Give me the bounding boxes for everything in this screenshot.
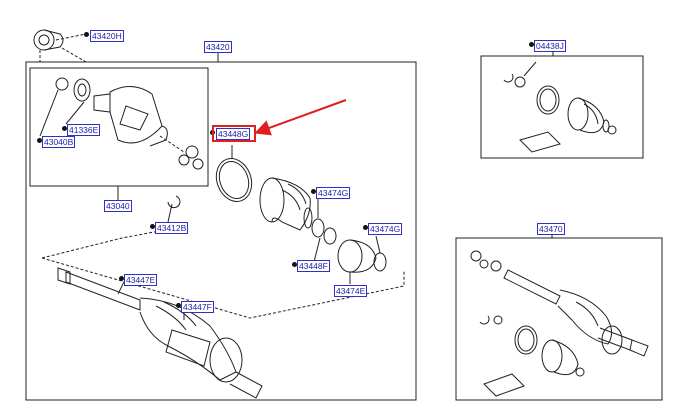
marker-dot-04438J	[529, 42, 534, 47]
part-label-43040[interactable]: 43040	[104, 200, 132, 212]
leader-43040B	[39, 89, 59, 137]
leader-43474G-b	[375, 235, 381, 254]
outer-joint-drawing	[337, 239, 387, 273]
marker-dot-43420H	[84, 32, 89, 37]
part-label-43412B[interactable]: 43412B	[155, 222, 189, 234]
main-assembly-frame	[25, 61, 417, 401]
leader-43448F	[313, 237, 321, 263]
leader-41336E	[65, 101, 85, 125]
leader-43447E	[117, 281, 125, 295]
marker-dot-43447E	[119, 276, 124, 281]
shaft-assembly-frame	[455, 237, 663, 401]
dashed-guide-joint	[159, 135, 185, 153]
marker-dot-43474G-b	[363, 225, 368, 230]
inner-joint-drawing	[55, 77, 204, 170]
boot-drawing	[259, 177, 313, 231]
snap-ring-43412B-drawing	[167, 195, 181, 209]
part-label-43420H[interactable]: 43420H	[90, 30, 124, 42]
marker-dot-43040B	[37, 138, 42, 143]
dashed-guide-top	[39, 47, 87, 63]
part-label-43448F[interactable]: 43448F	[297, 260, 330, 272]
marker-dot-43447F	[176, 303, 181, 308]
leader-04438J-inner	[523, 61, 537, 77]
small-clamp-drawing	[311, 218, 337, 245]
part-label-04438J[interactable]: 04438J	[534, 40, 566, 52]
marker-dot-43448F	[292, 262, 297, 267]
joint-sub-assembly-frame	[29, 67, 209, 187]
part-label-43040B[interactable]: 43040B	[42, 136, 76, 148]
part-label-43474G-upper[interactable]: 43474G	[316, 187, 351, 199]
part-label-41336E[interactable]: 41336E	[67, 124, 101, 136]
shaft-kit-drawing	[470, 250, 649, 397]
marker-dot-43474G-a	[311, 189, 316, 194]
part-label-43420[interactable]: 43420	[204, 41, 232, 53]
marker-dot-41336E	[62, 126, 67, 131]
bearing-43420H-drawing	[33, 29, 64, 51]
leader-43412B	[167, 203, 173, 223]
marker-dot-43412B	[150, 224, 155, 229]
part-label-43474G-lower[interactable]: 43474G	[368, 223, 403, 235]
part-label-43448G[interactable]: 43448G	[216, 128, 251, 140]
highlight-box-43448G	[212, 125, 256, 142]
leader-43420H	[55, 33, 87, 41]
boot-kit-frame	[480, 55, 644, 159]
part-label-43447E[interactable]: 43447E	[124, 274, 158, 286]
part-label-43474E[interactable]: 43474E	[334, 285, 368, 297]
part-label-43447F[interactable]: 43447F	[181, 301, 214, 313]
red-pointer-arrow	[254, 99, 347, 136]
part-label-43470[interactable]: 43470	[537, 223, 565, 235]
drive-shaft-drawing	[57, 267, 263, 399]
clamp-43448G-drawing	[215, 158, 253, 202]
boot-kit-drawing	[503, 73, 617, 153]
